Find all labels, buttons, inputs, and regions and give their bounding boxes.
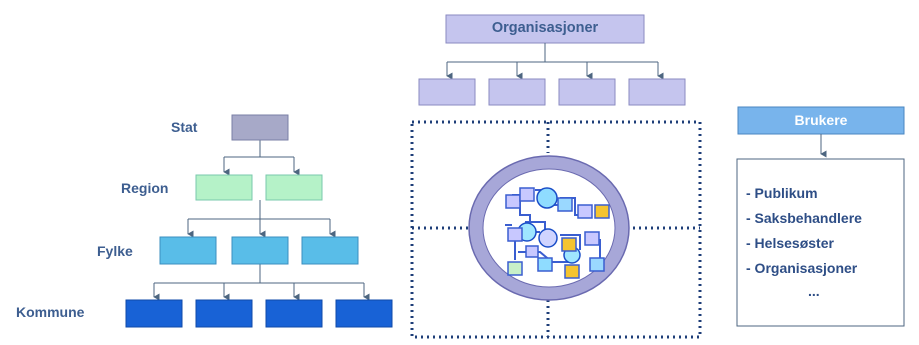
organisations-title: Organisasjoner <box>491 20 599 36</box>
organisations-connectors <box>446 43 664 80</box>
level-label-region: Region <box>121 180 169 196</box>
kommune-box <box>195 299 253 328</box>
users-item: - Helsesøster <box>746 235 834 251</box>
users-header-box <box>737 106 905 135</box>
users-more: ... <box>808 283 820 299</box>
level-label-kommune: Kommune <box>16 304 85 320</box>
level-label-fylke: Fylke <box>97 243 133 259</box>
hierarchy-tree <box>153 140 370 301</box>
fylke-box <box>301 236 359 265</box>
organisation-unit-box <box>558 78 616 106</box>
users-item: - Saksbehandlere <box>746 210 862 226</box>
organisation-unit-box <box>628 78 686 106</box>
users-item: - Publikum <box>746 185 818 201</box>
region-box <box>195 174 253 201</box>
organisations-box <box>445 14 645 44</box>
level-label-stat: Stat <box>171 119 198 135</box>
users-item: - Organisasjoner <box>746 260 858 276</box>
fylke-box <box>231 236 289 265</box>
fylke-box <box>159 236 217 265</box>
dotted-frame <box>410 120 702 339</box>
organisation-unit-box <box>488 78 546 106</box>
kommune-box <box>125 299 183 328</box>
kommune-box <box>335 299 393 328</box>
region-box <box>265 174 323 201</box>
kommune-box <box>265 299 323 328</box>
network-cloud-icon <box>505 187 610 279</box>
stat-box <box>231 114 289 141</box>
organisation-unit-box <box>418 78 476 106</box>
users-list-box <box>736 158 905 327</box>
users-title: Brukere <box>794 112 848 128</box>
